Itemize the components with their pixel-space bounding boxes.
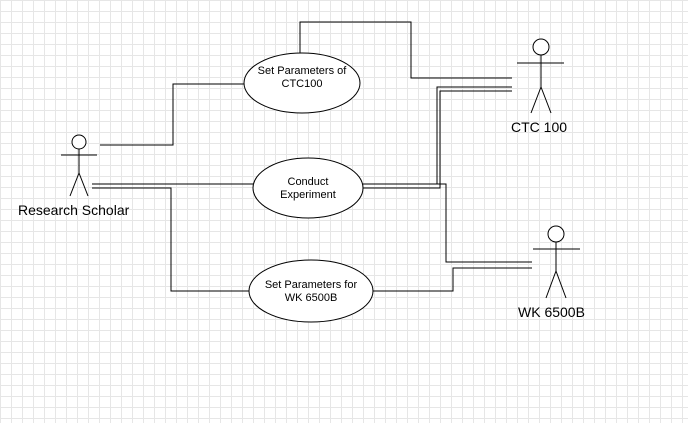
- actor-label-ctc100: CTC 100: [511, 119, 568, 135]
- connector-scholar-conduct-2: [92, 187, 250, 292]
- use-case-conduct-experiment[interactable]: [252, 157, 364, 219]
- connector-conduct-wk6500b: [361, 183, 532, 263]
- actor-label-wk6500b: WK 6500B: [518, 304, 585, 320]
- use-case-label-set-params-ctc: Set Parameters of CTC100: [257, 65, 347, 90]
- connector-conduct-ctc100: [358, 86, 512, 185]
- use-case-set-params-ctc[interactable]: [243, 52, 361, 114]
- actor-label-research-scholar: Research Scholar: [18, 202, 130, 218]
- use-case-label-set-params-wk: Set Parameters for WK 6500B: [264, 279, 358, 304]
- connector-scholar-set-params-ctc: [100, 83, 245, 146]
- actor-wk6500b[interactable]: [533, 225, 580, 299]
- actor-ctc100[interactable]: [517, 38, 564, 114]
- connector-set-params-ctc-ctc100: [299, 21, 512, 79]
- connector-conduct-ctc100-2: [360, 90, 512, 189]
- use-case-label-conduct-experiment: Conduct Experiment: [280, 176, 336, 201]
- connector-set-params-wk-wk6500b: [373, 267, 532, 292]
- use-case-set-params-wk[interactable]: [248, 259, 374, 323]
- actor-research-scholar[interactable]: [61, 134, 97, 197]
